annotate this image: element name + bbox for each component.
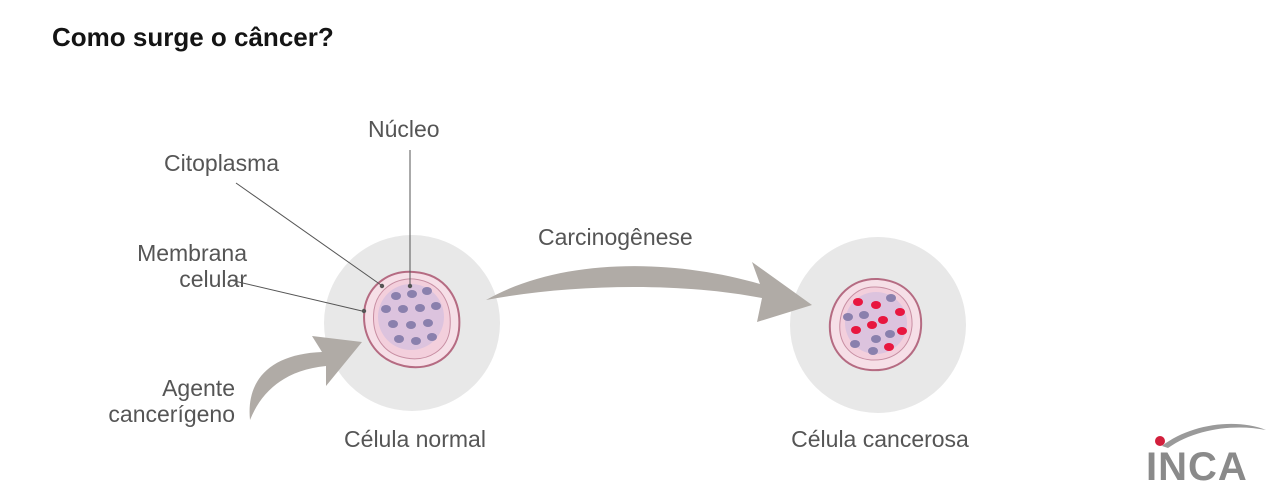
normal-cell-chromatin	[381, 287, 441, 345]
inca-logo-swoosh	[1162, 423, 1266, 448]
agent-label: Agente cancerígeno	[78, 375, 235, 427]
membrane-label-line1: Membrana	[137, 240, 247, 266]
inca-logo-dot	[1155, 436, 1165, 446]
inca-logo: INCA	[1146, 445, 1248, 489]
cytoplasm-label: Citoplasma	[164, 150, 280, 176]
normal-cell	[363, 270, 461, 369]
carcinogenesis-arrow	[486, 262, 812, 322]
carcinogenesis-label: Carcinogênese	[538, 224, 693, 250]
membrane-leader	[229, 279, 363, 312]
cancer-cell-label: Célula cancerosa	[791, 426, 969, 452]
leader-lines	[229, 150, 413, 314]
agent-label-line1: Agente	[162, 375, 235, 401]
cancer-cell	[828, 277, 923, 372]
agent-arrow	[249, 336, 362, 420]
normal-cell-nucleus	[378, 284, 444, 350]
cytoplasm-leader	[235, 182, 382, 286]
membrane-label-line2: celular	[179, 266, 247, 292]
page-title: Como surge o câncer?	[52, 22, 334, 52]
cancer-cell-chromatin	[843, 294, 907, 355]
nucleus-label: Núcleo	[368, 116, 440, 142]
membrane-label: Membrana celular	[112, 240, 247, 292]
normal-cell-label: Célula normal	[344, 426, 486, 452]
agent-label-line2: cancerígeno	[108, 401, 235, 427]
